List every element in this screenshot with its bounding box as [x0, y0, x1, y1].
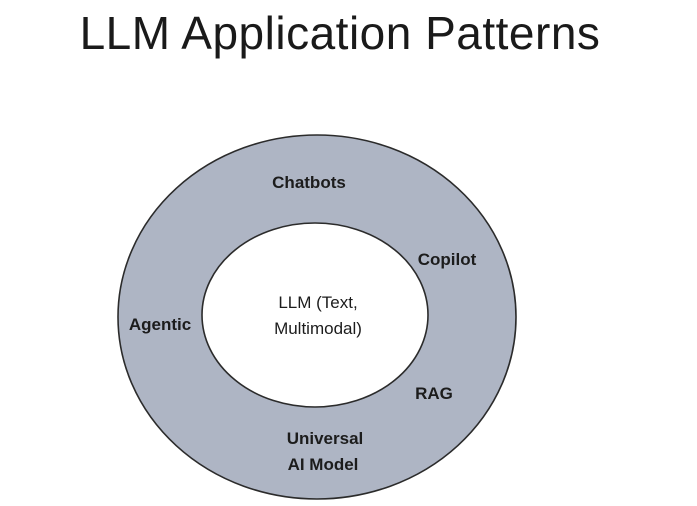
pattern-label-universal-line2: AI Model: [288, 455, 359, 474]
pattern-label-copilot: Copilot: [418, 250, 477, 269]
pattern-label-rag: RAG: [415, 384, 453, 403]
slide-title: LLM Application Patterns: [79, 7, 601, 59]
core-label-line1: LLM (Text,: [278, 293, 357, 312]
core-label-line2: Multimodal): [274, 319, 362, 338]
inner-core: [201, 222, 429, 408]
pattern-label-chatbots: Chatbots: [272, 173, 346, 192]
pattern-label-agentic: Agentic: [129, 315, 191, 334]
pattern-label-universal-line1: Universal: [287, 429, 364, 448]
